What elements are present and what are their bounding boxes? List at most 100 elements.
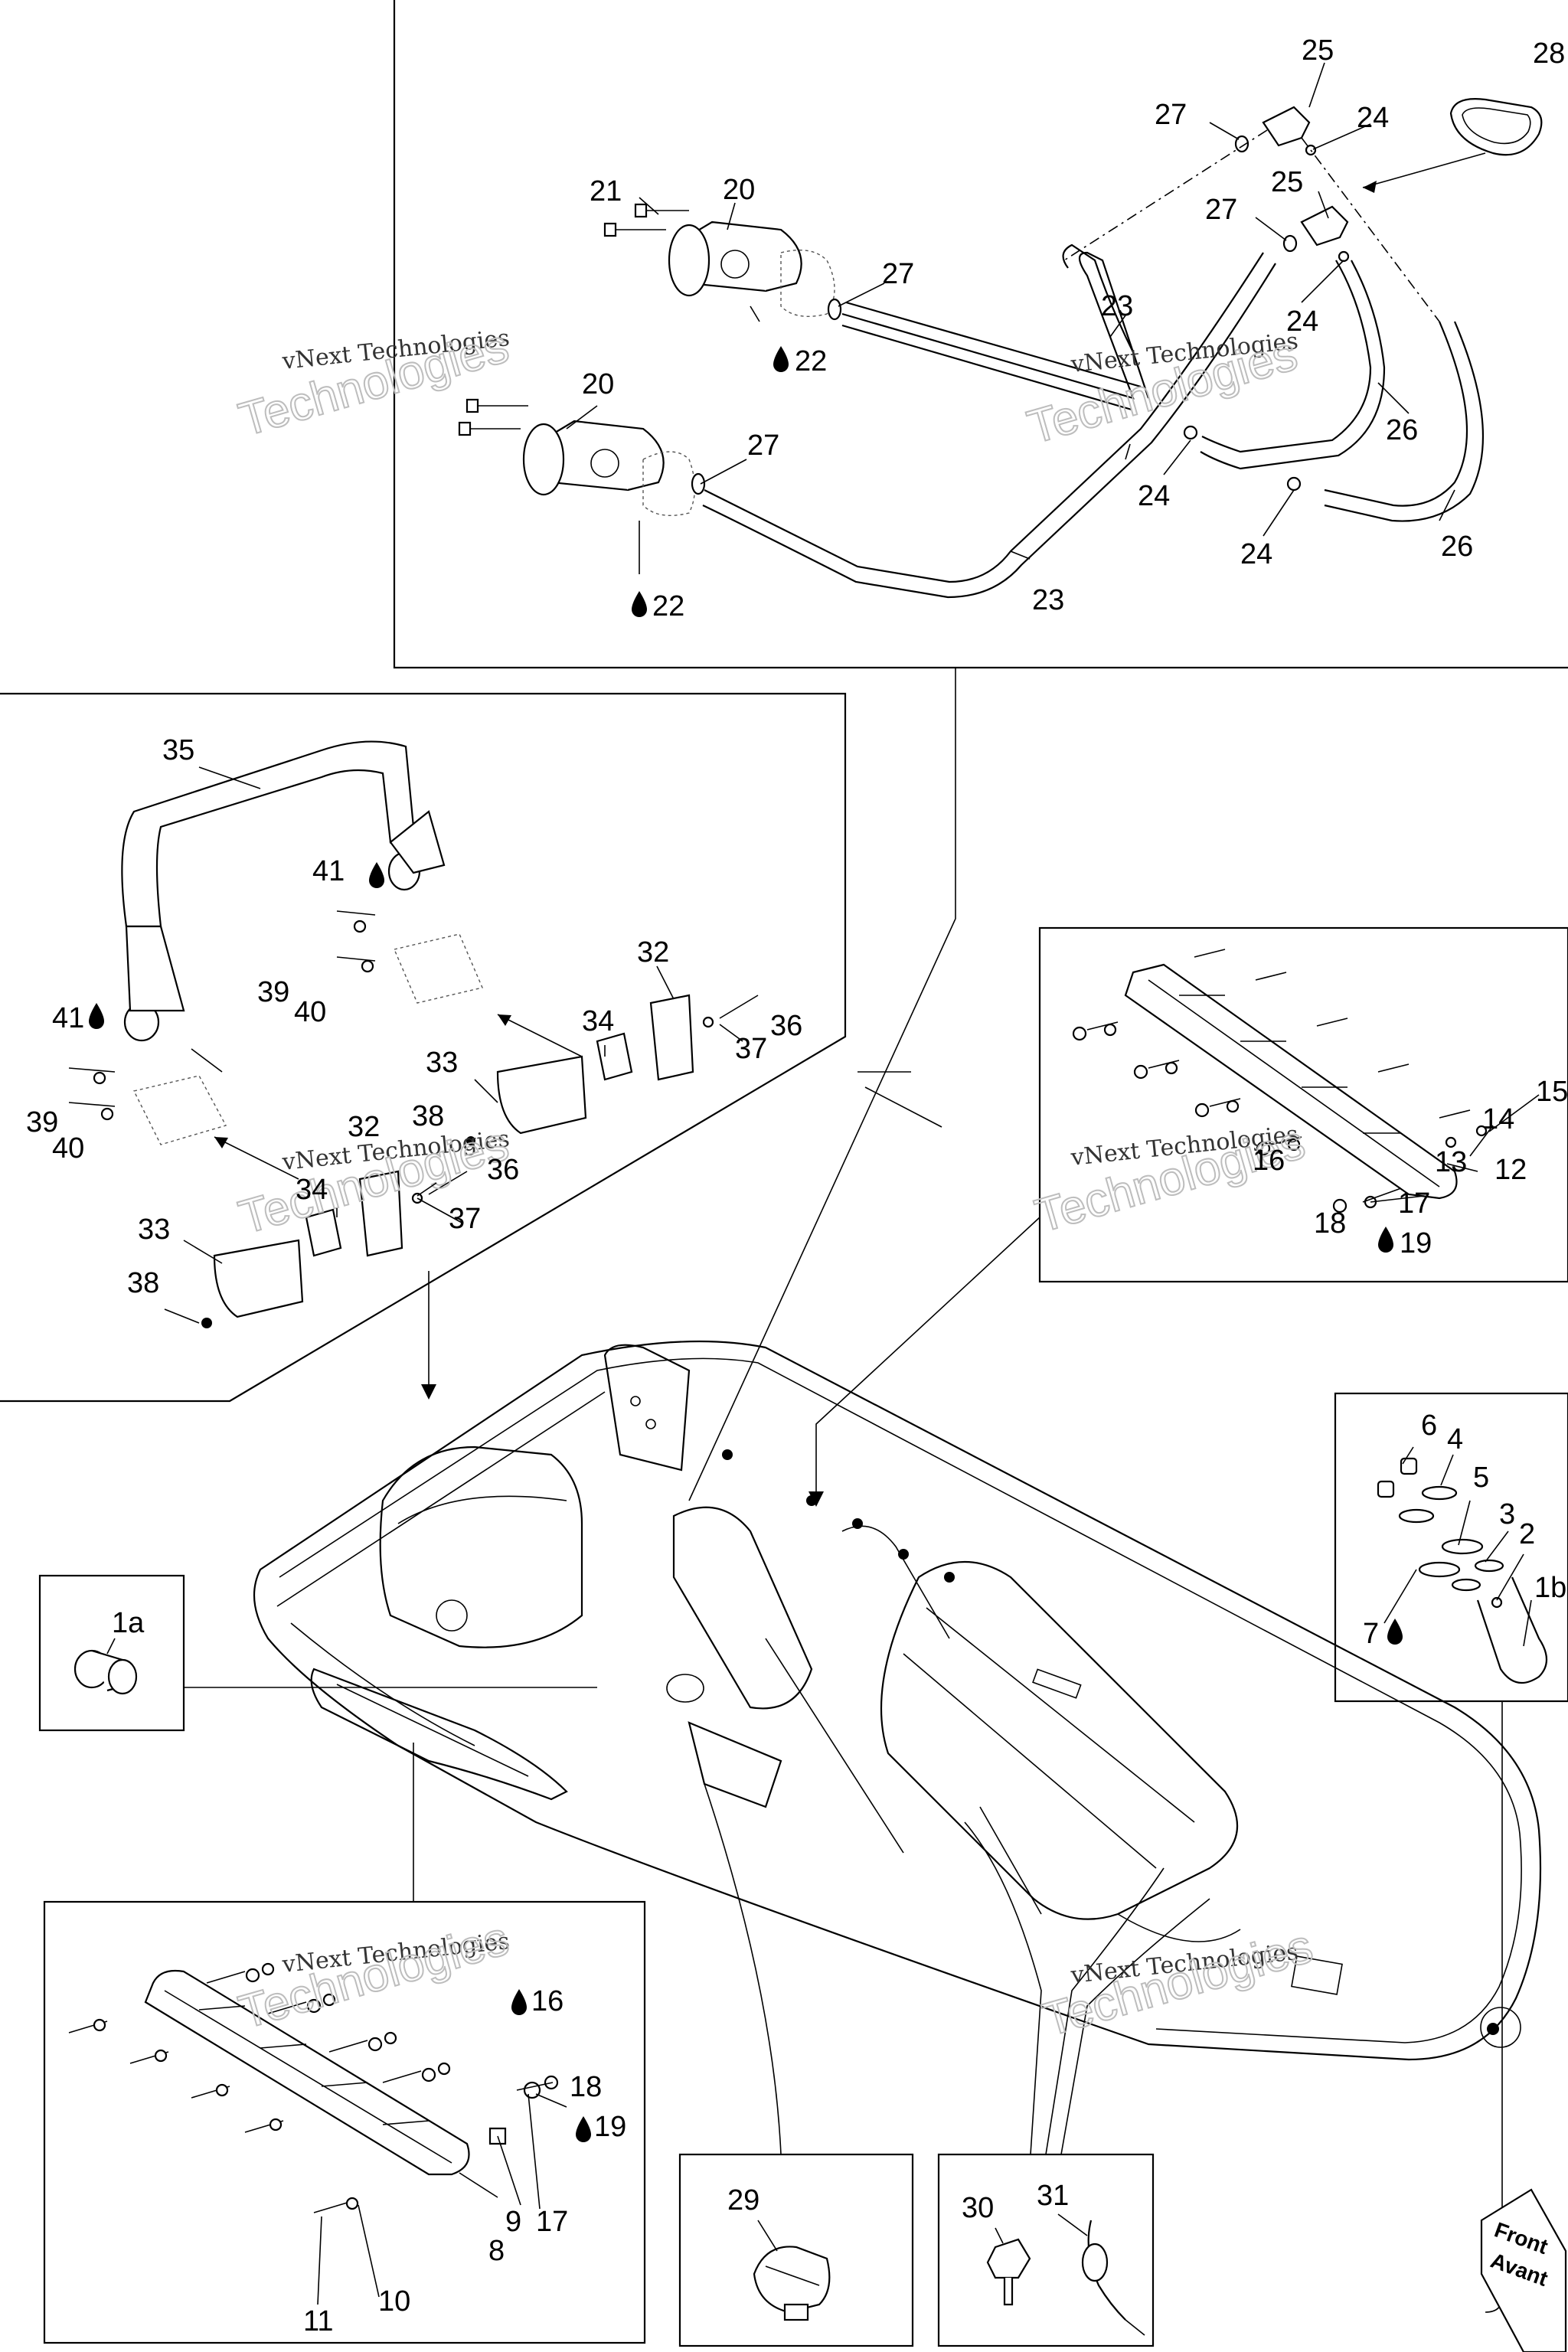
arrow-left-panel <box>421 1384 436 1400</box>
callout-17: 17 <box>536 2206 568 2238</box>
callout-33: 33 <box>426 1047 458 1079</box>
callout-25: 25 <box>1271 166 1303 198</box>
callout-8: 8 <box>488 2235 505 2267</box>
callout-labels: 25 28 27 24 25 27 21 20 27 24 23 22 20 2… <box>26 34 1568 2337</box>
watermark-outline: Technologies <box>234 1912 514 2039</box>
front-direction-tag: Front Avant <box>1480 2188 1567 2352</box>
callout-11: 11 <box>303 2305 333 2337</box>
frame-u-bolt <box>1334 1392 1568 1703</box>
callout-38: 38 <box>412 1100 444 1132</box>
handle-bracket-assembly <box>68 740 759 1328</box>
callout-34: 34 <box>296 1174 328 1206</box>
callout-22: 22 <box>795 345 827 377</box>
drop-icon <box>369 862 384 888</box>
drop-icon <box>1387 1619 1403 1645</box>
callout-19: 19 <box>1400 1227 1432 1259</box>
callout-1a: 1a <box>112 1607 145 1639</box>
drop-icon <box>773 346 789 372</box>
u-bolt-assembly <box>1377 1457 1548 1684</box>
callout-22: 22 <box>652 590 684 622</box>
callout-27: 27 <box>747 430 779 462</box>
exhaust-hose-assembly <box>458 98 1543 599</box>
drop-icon <box>89 1003 104 1029</box>
frame-top-exhaust <box>393 0 1568 669</box>
callout-19: 19 <box>594 2111 626 2143</box>
callout-14: 14 <box>1482 1103 1514 1135</box>
callout-40: 40 <box>52 1132 84 1165</box>
callout-34: 34 <box>582 1005 614 1037</box>
callout-2: 2 <box>1519 1518 1535 1550</box>
grab-handle-assembly <box>1072 949 1488 1214</box>
drop-icon <box>511 1989 527 2015</box>
callout-3: 3 <box>1499 1498 1515 1530</box>
callout-27: 27 <box>1155 99 1187 131</box>
sleeve-part <box>74 1649 138 1695</box>
callout-9: 9 <box>505 2206 521 2238</box>
callout-21: 21 <box>590 175 622 207</box>
frame-right-grab <box>1038 926 1568 1283</box>
frame-sleeve <box>38 1574 185 1732</box>
drop-icon <box>632 591 647 617</box>
callout-27: 27 <box>882 258 914 290</box>
callout-16: 16 <box>1253 1145 1285 1177</box>
callout-40: 40 <box>294 996 326 1028</box>
frame-left-handle <box>0 692 847 1403</box>
callout-24: 24 <box>1240 538 1272 570</box>
drop-icon <box>576 2116 591 2142</box>
callout-41: 41 <box>312 855 345 887</box>
adhesive-drops <box>89 346 1403 2142</box>
callout-29: 29 <box>727 2184 760 2216</box>
callout-10: 10 <box>378 2285 410 2318</box>
callout-12: 12 <box>1494 1154 1527 1186</box>
callout-39: 39 <box>257 976 289 1008</box>
callout-32: 32 <box>348 1111 380 1143</box>
callout-36: 36 <box>487 1154 519 1186</box>
callout-33: 33 <box>138 1214 170 1246</box>
callout-30: 30 <box>962 2192 994 2224</box>
callout-20: 20 <box>582 368 614 400</box>
callout-36: 36 <box>770 1010 802 1042</box>
step-board-assembly <box>68 1962 559 2213</box>
callout-32: 32 <box>637 936 669 969</box>
callout-leaders <box>106 62 1540 2305</box>
hull-illustration <box>253 1340 1542 2061</box>
callout-26: 26 <box>1386 414 1418 446</box>
callout-4: 4 <box>1447 1423 1463 1455</box>
callout-39: 39 <box>26 1106 58 1138</box>
callout-25: 25 <box>1302 34 1334 67</box>
drop-icon <box>1378 1227 1393 1253</box>
watermarks: vNext Technologies Technologies vNext Te… <box>233 318 1319 2047</box>
panel-leaders <box>184 668 1503 2313</box>
callout-5: 5 <box>1473 1462 1489 1494</box>
frame-clip <box>678 2153 914 2347</box>
callout-23: 23 <box>1101 290 1133 322</box>
callout-18: 18 <box>570 2071 602 2103</box>
callout-26: 26 <box>1441 531 1473 563</box>
callout-6: 6 <box>1421 1410 1437 1442</box>
callout-31: 31 <box>1037 2180 1069 2212</box>
callout-27: 27 <box>1205 194 1237 226</box>
frame-step-board <box>43 1900 646 2344</box>
callout-37: 37 <box>449 1203 481 1235</box>
callout-35: 35 <box>162 734 194 766</box>
callout-1b: 1b <box>1534 1572 1566 1604</box>
callout-17: 17 <box>1398 1187 1430 1220</box>
callout-23: 23 <box>1032 584 1064 616</box>
callout-16: 16 <box>531 1985 564 2017</box>
clip-part <box>753 2246 831 2321</box>
callout-20: 20 <box>723 174 755 206</box>
callout-18: 18 <box>1314 1207 1346 1240</box>
callout-13: 13 <box>1435 1146 1467 1178</box>
callout-28: 28 <box>1533 38 1565 70</box>
callout-24: 24 <box>1357 102 1389 134</box>
callout-15: 15 <box>1536 1076 1568 1108</box>
callout-37: 37 <box>735 1033 767 1065</box>
callout-7: 7 <box>1363 1618 1379 1650</box>
fastener-parts <box>986 2220 1145 2336</box>
callout-24: 24 <box>1138 480 1170 512</box>
callout-41: 41 <box>52 1002 84 1034</box>
callout-24: 24 <box>1286 305 1318 338</box>
callout-38: 38 <box>127 1267 159 1299</box>
